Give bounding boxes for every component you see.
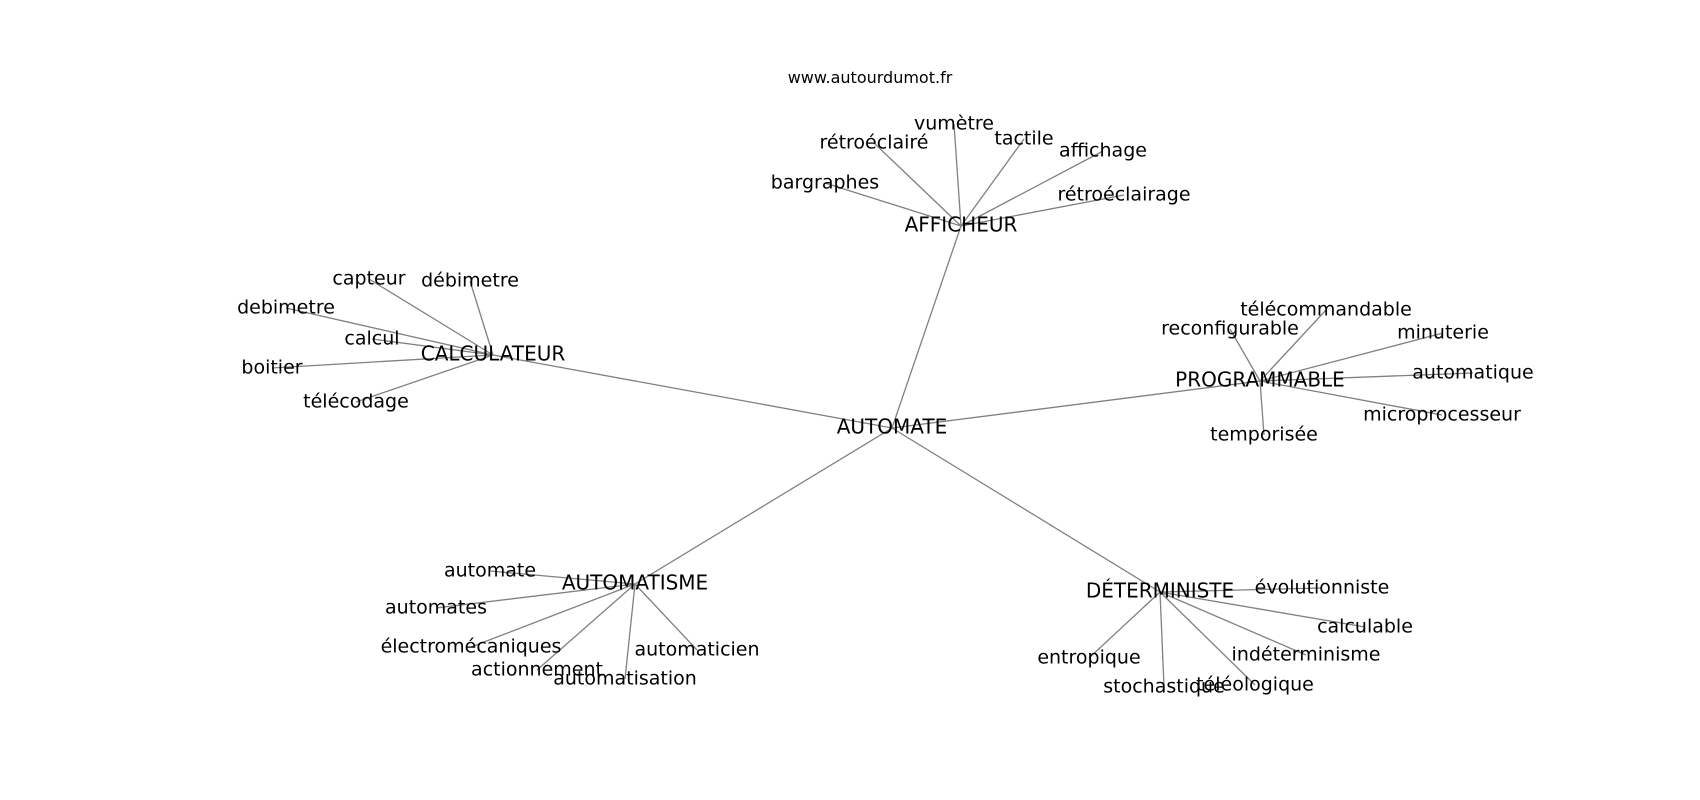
leaf-node-afficheur: tactile [994, 128, 1053, 150]
root-node-label: AUTOMATE [837, 415, 948, 439]
edge-deterministe-leaf [1159, 591, 1256, 686]
leaf-node-calculateur: capteur [332, 268, 405, 290]
leaf-node-automatisme: électromécaniques [381, 636, 562, 658]
leaf-node-programmable: télécommandable [1240, 299, 1412, 321]
edge-deterministe-leaf [1159, 591, 1165, 688]
edge-programmable-leaf [1259, 380, 1265, 436]
edge-programmable-leaf [1259, 372, 1474, 382]
edge-afficheur-leaf [960, 138, 1025, 227]
leaf-node-deterministe: évolutionniste [1255, 577, 1390, 599]
leaf-node-deterministe: téléologique [1196, 674, 1314, 696]
edge-programmable-leaf [1259, 332, 1444, 382]
leaf-node-afficheur: rétroéclairé [820, 132, 929, 154]
edge-deterministe-leaf [1159, 587, 1323, 593]
edge-programmable-leaf [1259, 380, 1443, 416]
edge-root-programmable [891, 380, 1261, 429]
leaf-node-programmable: microprocesseur [1363, 404, 1521, 426]
edge-afficheur-leaf [873, 142, 962, 227]
edge-calculateur-leaf [355, 354, 494, 403]
source-url: www.autourdumot.fr [788, 68, 953, 87]
hub-node-programmable: PROGRAMMABLE [1175, 368, 1345, 392]
leaf-node-calculateur: boitier [241, 357, 302, 379]
edge-afficheur-leaf [960, 150, 1104, 227]
edge-root-afficheur [891, 225, 962, 429]
leaf-node-afficheur: affichage [1059, 140, 1147, 162]
leaf-node-programmable: reconfigurable [1161, 318, 1299, 340]
leaf-node-afficheur: vumètre [914, 113, 994, 135]
leaf-node-afficheur: bargraphes [771, 172, 879, 194]
edge-calculateur-leaf [285, 307, 494, 356]
leaf-node-programmable: temporisée [1210, 424, 1318, 446]
leaf-node-automatisme: actionnement [471, 659, 603, 681]
edges-layer [271, 123, 1474, 688]
leaf-node-deterministe: entropique [1037, 647, 1140, 669]
leaf-node-programmable: minuterie [1397, 322, 1489, 344]
edge-calculateur-leaf [371, 338, 494, 356]
hub-node-deterministe: DÉTERMINISTE [1086, 579, 1234, 603]
edge-automatisme-leaf [634, 583, 698, 651]
edge-calculateur-leaf [469, 280, 494, 356]
edge-root-deterministe [891, 427, 1161, 593]
edge-calculateur-leaf [271, 354, 494, 369]
leaf-node-automatisme: automate [444, 560, 536, 582]
edge-programmable-leaf [1229, 328, 1261, 382]
edge-root-automatisme [634, 427, 893, 585]
leaf-node-automatisme: automaticien [634, 639, 759, 661]
edge-calculateur-leaf [368, 278, 494, 356]
leaf-node-calculateur: calcul [344, 328, 399, 350]
leaf-node-calculateur: télécodage [303, 391, 409, 413]
leaf-node-automatisme: automatisation [553, 668, 697, 690]
leaf-node-deterministe: stochastique [1103, 676, 1225, 698]
leaf-node-calculateur: debimetre [237, 297, 335, 319]
hub-node-automatisme: AUTOMATISME [562, 571, 708, 595]
hub-node-afficheur: AFFICHEUR [905, 213, 1018, 237]
edge-afficheur-leaf [824, 182, 962, 227]
edge-automatisme-leaf [489, 570, 636, 585]
leaf-node-calculateur: débimetre [421, 270, 519, 292]
labels-layer: www.autourdumot.fr AUTOMATE AFFICHEUR barg… [237, 68, 1534, 698]
edge-deterministe-leaf [1159, 591, 1366, 628]
leaf-node-programmable: automatique [1412, 362, 1533, 384]
leaf-node-deterministe: calculable [1317, 616, 1413, 638]
edge-automatisme-leaf [536, 583, 636, 671]
edge-automatisme-leaf [470, 583, 636, 648]
edge-programmable-leaf [1259, 309, 1327, 382]
edge-deterministe-leaf [1088, 591, 1161, 659]
hub-node-calculateur: CALCULATEUR [421, 342, 566, 366]
edge-afficheur-leaf [960, 194, 1125, 227]
leaf-node-deterministe: indéterminisme [1232, 644, 1381, 666]
leaf-node-afficheur: rétroéclairage [1057, 184, 1190, 206]
edge-deterministe-leaf [1159, 591, 1307, 656]
edge-automatisme-leaf [435, 583, 636, 609]
edge-automatisme-leaf [624, 583, 636, 680]
edge-afficheur-leaf [953, 123, 962, 227]
leaf-node-automatisme: automates [385, 597, 487, 619]
edge-root-calculateur [492, 354, 893, 429]
